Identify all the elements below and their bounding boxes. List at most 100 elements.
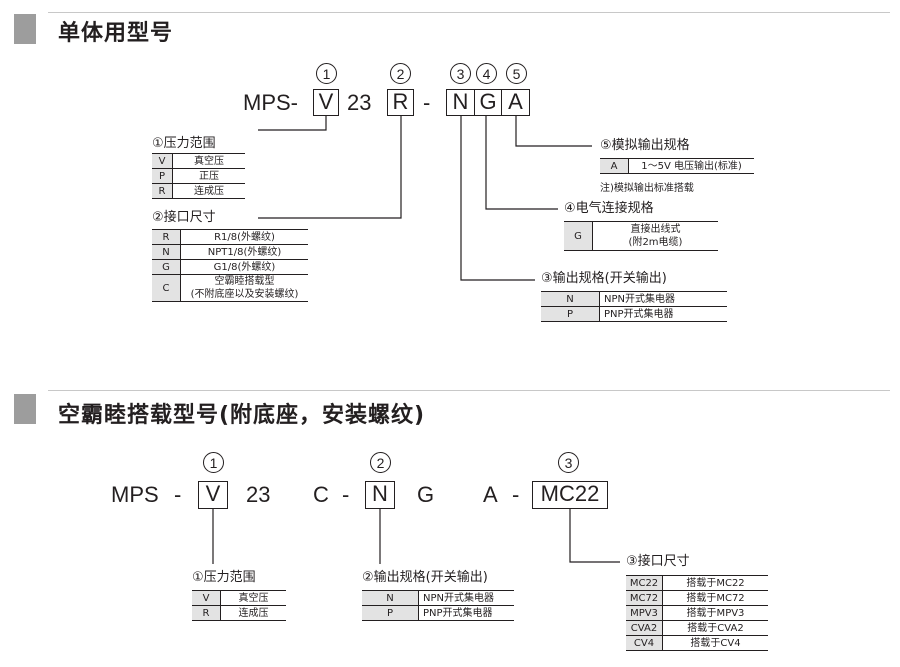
cell-code: G (152, 259, 181, 275)
circle-1: 1 (316, 63, 337, 84)
pressure-range-label: ①压力范围 (152, 136, 216, 151)
cell-code: V (152, 153, 173, 169)
cell-desc: 搭载于MC22 (686, 577, 745, 589)
model-dash: - (342, 482, 350, 507)
pressure-range-table: V 真空压 P 正压 R 连成压 (152, 153, 245, 199)
cell-code: R (192, 605, 221, 621)
table-row: N NPT1/8(外螺纹) (152, 244, 308, 260)
output-spec-label: ③输出规格(开关输出) (541, 271, 667, 286)
code-box-N: N (365, 481, 395, 509)
code-box-V: V (313, 89, 339, 116)
cell-desc: 直接出线式 (附2m电缆) (593, 222, 719, 251)
cell-desc: NPN开式集电器 (604, 293, 675, 305)
pressure-range-label: ①压力范围 (192, 570, 256, 585)
cell-desc-line1: 空霸睦搭载型 (214, 276, 275, 287)
code-box-MC22: MC22 (532, 481, 608, 509)
port-code-C: C (313, 482, 329, 507)
cell-desc: NPT1/8(外螺纹) (207, 246, 282, 258)
analog-output-label: ⑤模拟输出规格 (600, 138, 690, 153)
cell-desc: 搭载于MPV3 (686, 607, 745, 619)
cell-desc-line1: 直接出线式 (630, 224, 681, 235)
code-box-G: G (474, 89, 502, 116)
circle-1: 1 (203, 452, 224, 473)
circle-3: 3 (450, 63, 471, 84)
section2-title: 空霸睦搭载型号(附底座，安装螺纹) (58, 403, 426, 428)
cell-desc: 搭载于MC72 (686, 592, 745, 604)
cell-code: P (152, 168, 173, 184)
cell-desc: NPN开式集电器 (423, 592, 494, 604)
electrical-label: ④电气连接规格 (564, 201, 654, 216)
table-row: A 1～5V 电压输出(标准) (600, 158, 754, 174)
cell-code: A (600, 158, 629, 174)
cell-desc: 正压 (199, 170, 219, 182)
cell-desc-line2: (不附底座以及安装螺纹) (190, 289, 299, 300)
table-row: G G1/8(外螺纹) (152, 259, 308, 275)
code-box-V: V (198, 481, 228, 509)
cell-desc: PNP开式集电器 (604, 308, 674, 320)
model-prefix: MPS (111, 482, 159, 507)
table-row: N NPN开式集电器 (362, 590, 514, 606)
table-row: MC22 搭载于MC22 (626, 575, 768, 591)
table-row: CVA2 搭载于CVA2 (626, 620, 768, 636)
analog-output-table: A 1～5V 电压输出(标准) (600, 158, 754, 174)
cell-desc: 真空压 (238, 592, 269, 604)
table-row: G 直接出线式 (附2m电缆) (564, 221, 719, 251)
electrical-code-G: G (417, 482, 435, 507)
cell-code: R (152, 183, 173, 199)
cell-code: N (362, 590, 419, 606)
circle-2: 2 (390, 63, 411, 84)
section1-marker (14, 14, 36, 44)
cell-code: P (541, 306, 600, 322)
model-dash: - (512, 482, 520, 507)
section2-marker (14, 394, 36, 424)
port-size-label: ③接口尺寸 (626, 554, 690, 569)
cell-code: G (564, 221, 593, 251)
port-size-label: ②接口尺寸 (152, 210, 216, 225)
cell-code: N (152, 244, 181, 260)
cell-desc: 连成压 (238, 607, 269, 619)
circle-2: 2 (370, 452, 391, 473)
pressure-rating: 23 (347, 90, 372, 115)
cell-desc: 1～5V 电压输出(标准) (641, 160, 742, 172)
table-row: V 真空压 (192, 590, 286, 606)
electrical-table: G 直接出线式 (附2m电缆) (564, 221, 718, 251)
section1-title: 单体用型号 (58, 21, 174, 46)
section2-rule (48, 390, 890, 391)
model-dash: - (174, 482, 182, 507)
table-row: V 真空压 (152, 153, 245, 169)
cell-code: R (152, 229, 181, 245)
analog-code-A: A (483, 482, 498, 507)
cell-code: N (541, 291, 600, 307)
cell-desc: 空霸睦搭载型 (不附底座以及安装螺纹) (181, 275, 309, 302)
cell-code: CVA2 (626, 620, 663, 636)
cell-desc: 连成压 (194, 185, 224, 197)
cell-desc: 真空压 (194, 155, 224, 167)
cell-desc-line2: (附2m电缆) (628, 237, 683, 248)
code-box-A: A (501, 89, 530, 116)
cell-desc: 搭载于CVA2 (687, 622, 744, 634)
cell-code: V (192, 590, 221, 606)
pressure-rating: 23 (246, 482, 271, 507)
cell-code: P (362, 605, 419, 621)
cell-desc: G1/8(外螺纹) (213, 261, 276, 273)
cell-code: C (152, 274, 181, 302)
table-row: R 连成压 (152, 183, 245, 199)
table-row: N NPN开式集电器 (541, 291, 727, 307)
cell-code: MC22 (626, 575, 663, 591)
table-row: MC72 搭载于MC72 (626, 590, 768, 606)
cell-code: MC72 (626, 590, 663, 606)
code-box-R: R (387, 89, 414, 116)
model-prefix: MPS- (243, 90, 298, 115)
table-row: C 空霸睦搭载型 (不附底座以及安装螺纹) (152, 274, 309, 302)
code-box-N: N (446, 89, 475, 116)
circle-3: 3 (558, 452, 579, 473)
section1-rule (48, 12, 890, 13)
output-spec-table: N NPN开式集电器 P PNP开式集电器 (541, 291, 727, 322)
table-row: P PNP开式集电器 (541, 306, 727, 322)
